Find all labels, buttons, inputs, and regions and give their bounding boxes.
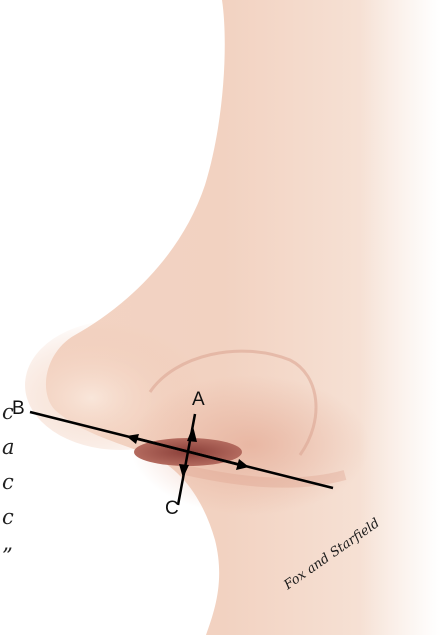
label-c: C <box>165 499 179 518</box>
right-fade <box>360 0 441 635</box>
margin-fragment-5: ” <box>2 546 13 567</box>
margin-fragment-2: a <box>2 437 15 458</box>
margin-fragment-1: c <box>2 402 14 423</box>
label-a: A <box>192 390 205 409</box>
margin-fragment-4: c <box>2 507 14 528</box>
margin-fragment-3: c <box>2 472 14 493</box>
